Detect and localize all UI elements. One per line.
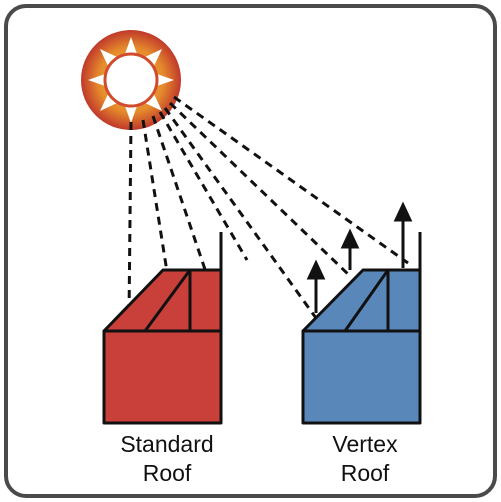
frame-border bbox=[4, 4, 497, 498]
standard-caption-line2: Roof bbox=[142, 460, 192, 486]
sun-icon bbox=[81, 30, 181, 130]
vertex-caption-line1: Vertex bbox=[332, 431, 398, 457]
standard-caption-line1: Standard bbox=[120, 431, 214, 457]
vertex-roof-building bbox=[301, 232, 422, 425]
standard-roof-building bbox=[102, 232, 223, 425]
standard-roof-caption: Standard Roof bbox=[82, 430, 252, 488]
sun-rays bbox=[127, 95, 409, 319]
vertex-caption-line2: Roof bbox=[340, 460, 390, 486]
reflection-arrows bbox=[306, 201, 413, 313]
vertex-roof-caption: Vertex Roof bbox=[280, 430, 450, 488]
